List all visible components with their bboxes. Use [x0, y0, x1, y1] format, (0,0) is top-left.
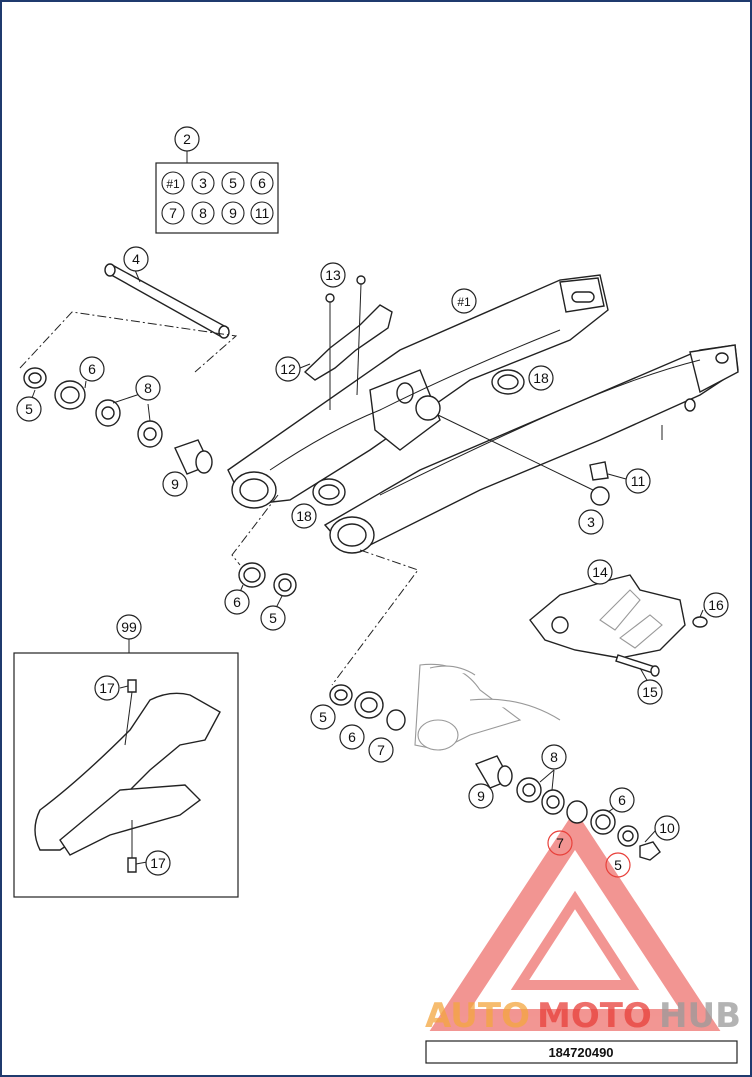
- svg-text:4: 4: [132, 251, 140, 267]
- svg-text:3: 3: [587, 514, 595, 530]
- callout-kit-item: 11: [250, 201, 274, 225]
- ghost-swingarm: [414, 663, 561, 751]
- callout-8-bottom: 8: [541, 744, 567, 770]
- chain-slider-kit: [13, 639, 239, 898]
- callout-kit-item: #1: [161, 171, 185, 195]
- svg-text:5: 5: [25, 401, 33, 417]
- callout-18-left: 18: [291, 503, 317, 529]
- svg-text:99: 99: [121, 619, 137, 635]
- callout-18-right: 18: [528, 365, 554, 391]
- chain-guide: [529, 572, 708, 683]
- svg-text:5: 5: [269, 610, 277, 626]
- svg-text:9: 9: [477, 788, 485, 804]
- watermark-brand: AUTO MOTO HUB: [425, 996, 741, 1036]
- callout-swingarm: #1: [451, 288, 477, 314]
- callout-kit-item: 6: [250, 171, 274, 195]
- diagram-code-box: 184720490: [425, 1040, 738, 1064]
- svg-text:6: 6: [258, 175, 266, 191]
- svg-text:12: 12: [280, 361, 296, 377]
- callout-12: 12: [275, 356, 301, 382]
- svg-text:13: 13: [325, 267, 341, 283]
- svg-text:AUTO: AUTO: [425, 996, 530, 1036]
- svg-text:5: 5: [614, 857, 622, 873]
- svg-text:18: 18: [296, 508, 312, 524]
- svg-text:3: 3: [199, 175, 207, 191]
- svg-text:9: 9: [171, 476, 179, 492]
- callout-14: 14: [587, 559, 613, 585]
- callout-11: 11: [625, 468, 651, 494]
- svg-text:10: 10: [659, 820, 675, 836]
- callout-6-right: 6: [609, 787, 635, 813]
- callout-6-top: 6: [79, 356, 105, 382]
- callout-kit-item: 9: [221, 201, 245, 225]
- callout-8-left: 8: [135, 375, 161, 401]
- swingarm: [227, 274, 739, 554]
- svg-text:8: 8: [144, 380, 152, 396]
- left-bearing-stack: [23, 367, 213, 475]
- svg-text:MOTO: MOTO: [537, 996, 652, 1036]
- svg-text:18: 18: [533, 370, 549, 386]
- svg-text:6: 6: [348, 729, 356, 745]
- svg-text:6: 6: [618, 792, 626, 808]
- callout-5-left: 5: [16, 396, 42, 422]
- mid-bearing-stack: [238, 562, 297, 609]
- callout-5-mid: 5: [260, 605, 286, 631]
- callouts: 2 #1 3 5 6 7 8 9 11 4 6 5 8 9 13 12 #1 1…: [16, 126, 729, 878]
- callout-16: 16: [703, 592, 729, 618]
- svg-text:17: 17: [150, 855, 166, 871]
- callout-9-left: 9: [162, 471, 188, 497]
- svg-text:7: 7: [377, 742, 385, 758]
- dashed-bracket-left: [19, 311, 238, 373]
- svg-text:5: 5: [319, 709, 327, 725]
- dashed-bracket-mid: [231, 494, 279, 566]
- callout-kit-item: 3: [191, 171, 215, 195]
- svg-text:8: 8: [550, 749, 558, 765]
- callout-6-bottom: 6: [339, 724, 365, 750]
- callout-kit-item: 8: [191, 201, 215, 225]
- diagram-code: 184720490: [548, 1045, 613, 1060]
- svg-text:14: 14: [592, 564, 608, 580]
- callout-5-bottom: 5: [310, 704, 336, 730]
- svg-text:2: 2: [183, 131, 191, 147]
- callout-kit: 2: [174, 126, 200, 152]
- callout-13: 13: [320, 262, 346, 288]
- svg-text:7: 7: [169, 205, 177, 221]
- callout-7-red: 7: [547, 830, 573, 856]
- svg-text:#1: #1: [457, 295, 471, 309]
- callout-6-mid: 6: [224, 589, 250, 615]
- callout-5-red: 5: [605, 852, 631, 878]
- watermark-logo: [429, 809, 721, 1031]
- callout-kit-item: 7: [161, 201, 185, 225]
- lower-bearing-stack: [329, 684, 661, 861]
- dashed-bracket-right: [331, 549, 419, 686]
- svg-text:17: 17: [99, 680, 115, 696]
- svg-text:5: 5: [229, 175, 237, 191]
- pivot-axle: [104, 263, 230, 339]
- callout-99: 99: [116, 614, 142, 640]
- callout-15: 15: [637, 679, 663, 705]
- svg-text:6: 6: [88, 361, 96, 377]
- callout-7-bottom: 7: [368, 737, 394, 763]
- callout-3: 3: [578, 509, 604, 535]
- callout-10: 10: [654, 815, 680, 841]
- svg-text:8: 8: [199, 205, 207, 221]
- svg-text:6: 6: [233, 594, 241, 610]
- callout-kit-item: 5: [221, 171, 245, 195]
- callout-9-bottom: 9: [468, 783, 494, 809]
- svg-text:HUB: HUB: [659, 996, 741, 1036]
- callout-17-top: 17: [94, 675, 120, 701]
- svg-text:16: 16: [708, 597, 724, 613]
- svg-text:11: 11: [255, 205, 270, 221]
- svg-text:15: 15: [642, 684, 658, 700]
- svg-text:9: 9: [229, 205, 237, 221]
- svg-text:11: 11: [631, 473, 646, 489]
- callout-4: 4: [123, 246, 149, 272]
- svg-text:#1: #1: [166, 177, 180, 191]
- callout-17-bottom: 17: [145, 850, 171, 876]
- svg-text:7: 7: [556, 835, 564, 851]
- chain-slider-bracket: [299, 275, 393, 410]
